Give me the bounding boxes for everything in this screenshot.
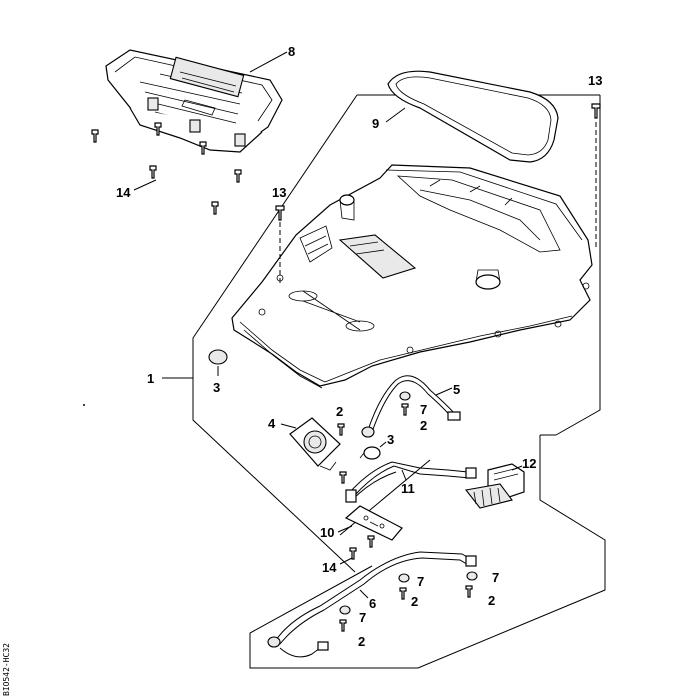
callout-5: 5 bbox=[453, 382, 460, 397]
callout-7-d: 7 bbox=[359, 610, 366, 625]
callout-2-e: 2 bbox=[358, 634, 365, 649]
cable-harness-part-6 bbox=[267, 551, 477, 658]
callout-10: 10 bbox=[320, 525, 334, 540]
gasket-part-9 bbox=[387, 70, 559, 163]
callout-6: 6 bbox=[369, 596, 376, 611]
cable-part-5 bbox=[361, 375, 461, 438]
callout-14-upper: 14 bbox=[116, 185, 131, 200]
drawing-code: BIO542-HC32 bbox=[2, 643, 11, 696]
callout-3-lower: 3 bbox=[387, 432, 394, 447]
main-housing-part-1 bbox=[231, 164, 593, 389]
callout-2-d: 2 bbox=[488, 593, 495, 608]
ribbon-cable-part-11 bbox=[345, 461, 477, 503]
callout-8: 8 bbox=[288, 44, 295, 59]
callout-4: 4 bbox=[268, 416, 276, 431]
callout-1: 1 bbox=[147, 371, 154, 386]
callout-7-a: 7 bbox=[420, 402, 427, 417]
screws-part-2-upper bbox=[337, 391, 411, 484]
callout-13-right: 13 bbox=[588, 73, 602, 88]
assembly-frame bbox=[192, 94, 606, 669]
screws-part-2-lower bbox=[339, 571, 478, 632]
plug-part-3 bbox=[208, 349, 381, 460]
stray-mark bbox=[83, 404, 85, 406]
callout-13-left: 13 bbox=[272, 185, 286, 200]
callout-9: 9 bbox=[372, 116, 379, 131]
screws-part-14-upper bbox=[91, 122, 242, 215]
callout-2-c: 2 bbox=[411, 594, 418, 609]
callout-2-a: 2 bbox=[336, 404, 343, 419]
callout-12: 12 bbox=[522, 456, 536, 471]
connector-block-part-12 bbox=[465, 463, 525, 509]
callout-7-c: 7 bbox=[492, 570, 499, 585]
callout-2-b: 2 bbox=[420, 418, 427, 433]
callout-7-b: 7 bbox=[417, 574, 424, 589]
callout-3-upper: 3 bbox=[213, 380, 220, 395]
callout-14-lower: 14 bbox=[322, 560, 337, 575]
screws-part-13 bbox=[275, 103, 601, 284]
callout-11: 11 bbox=[401, 481, 415, 496]
buzzer-plate-part-4 bbox=[289, 417, 341, 471]
top-cover-part-8 bbox=[105, 49, 283, 153]
circuit-board-part-10 bbox=[344, 505, 403, 560]
